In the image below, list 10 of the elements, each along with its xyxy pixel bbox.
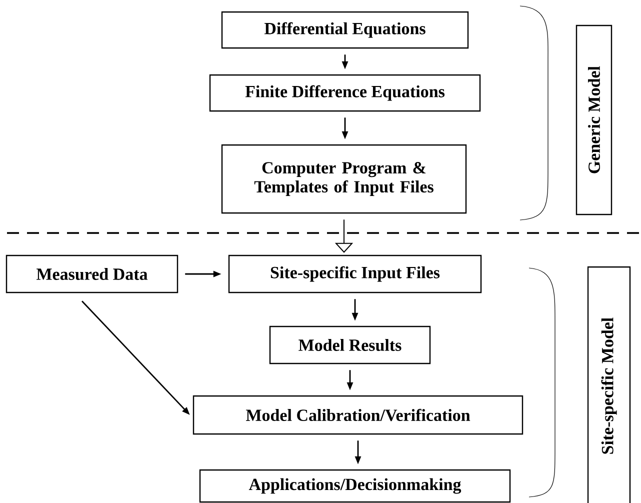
process-box: Finite Difference Equations [209,74,481,112]
process-box: Differential Equations [221,11,469,49]
process-box: Measured Data [6,254,178,294]
process-box: Computer Program & Templates of Input Files [221,144,467,214]
process-box: Site-specific Input Files [228,254,482,294]
process-box: Applications/Decisionmaking [199,469,511,503]
section-label-box: Site-specific Model [587,266,631,503]
process-box: Model Results [269,326,431,364]
process-box: Model Calibration/Verification [192,395,524,435]
section-label-box: Generic Model [576,24,612,216]
